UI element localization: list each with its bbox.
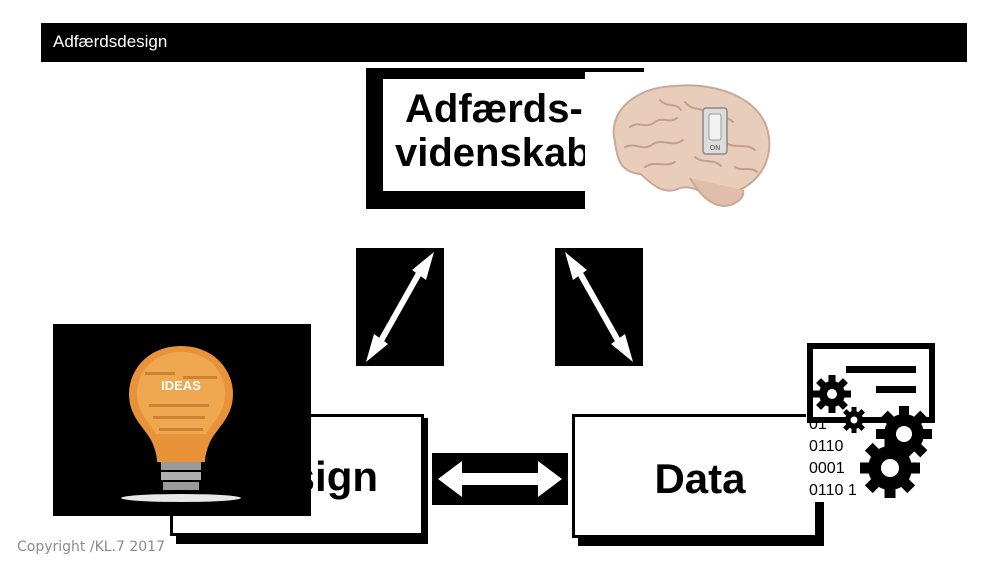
- document-gears-icon: [807, 343, 935, 498]
- horizontal-double-arrow-icon: [438, 461, 562, 497]
- brain-switch-text: ON: [710, 144, 721, 152]
- binary-line: 01: [809, 416, 827, 433]
- arrow-design-data: [432, 453, 568, 505]
- double-arrow-icon: [366, 252, 434, 362]
- header-bar: Adfærdsdesign: [41, 23, 967, 62]
- science-label-line2: videnskab: [395, 131, 591, 175]
- data-label: Data: [654, 455, 746, 502]
- arrow-science-data: [555, 248, 643, 366]
- data-box: Data: [572, 414, 818, 538]
- slide-title: Adfærdsdesign: [53, 32, 168, 51]
- arrow-design-science: [356, 248, 444, 366]
- binary-line: 0110 1: [809, 482, 857, 499]
- bulb-ideas-text: IDEAS: [161, 378, 201, 393]
- binary-line: 0110: [809, 438, 844, 455]
- binary-line: 0001: [809, 460, 845, 477]
- lightbulb-image: IDEAS: [53, 324, 311, 516]
- double-arrow-icon: [565, 252, 633, 362]
- binary-text: 01 0110 0001 0110 1: [809, 414, 857, 502]
- brain-image: ON: [585, 72, 780, 212]
- copyright-text: Copyright /KL.7 2017: [17, 539, 165, 555]
- science-label-line1: Adfærds-: [405, 87, 583, 131]
- header-notch: [862, 46, 874, 62]
- lightbulb-icon: IDEAS: [121, 346, 241, 502]
- data-gears-image: 01 0110 0001 0110 1: [806, 342, 940, 502]
